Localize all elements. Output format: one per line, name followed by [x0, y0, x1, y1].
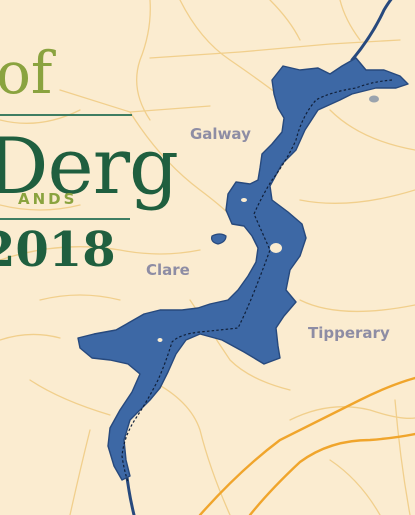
minor-road: [129, 111, 231, 216]
navigation-route: [121, 79, 393, 483]
river-north: [350, 0, 393, 62]
minor-road: [329, 459, 381, 515]
minor-road: [149, 379, 231, 515]
minor-road: [339, 0, 361, 41]
minor-road: [269, 0, 301, 41]
county-label-clare: Clare: [146, 261, 190, 279]
minor-road: [299, 299, 415, 313]
major-roads: [198, 376, 415, 515]
islands: [157, 198, 282, 342]
island: [241, 198, 247, 202]
lough-derg: [77, 57, 409, 481]
minor-road: [0, 333, 61, 341]
marsh-patch: [369, 95, 379, 103]
island: [270, 243, 282, 253]
minor-road: [394, 399, 411, 515]
minor-road: [0, 246, 201, 261]
minor-road: [0, 109, 81, 124]
minor-road: [289, 406, 415, 421]
minor-road: [39, 294, 121, 301]
title-rule-bottom: [0, 218, 130, 220]
minor-road: [136, 0, 151, 121]
title-line-3: ANDS: [18, 190, 78, 208]
title-line-1: of: [0, 39, 53, 107]
minor-road: [299, 189, 415, 204]
minor-road: [0, 204, 81, 211]
island: [157, 338, 163, 342]
major-road: [248, 432, 415, 515]
minor-road: [329, 109, 415, 151]
title-rule-top: [0, 114, 132, 116]
minor-road: [69, 429, 91, 515]
major-road: [198, 376, 415, 515]
small-lough: [211, 233, 227, 245]
minor-road: [179, 0, 281, 97]
title-line-2: Derg: [0, 122, 179, 212]
minor-road: [29, 379, 111, 416]
title-line-4: 2018: [0, 222, 116, 278]
minor-road: [59, 89, 211, 113]
county-label-tipperary: Tipperary: [308, 324, 390, 342]
county-label-galway: Galway: [190, 125, 251, 143]
